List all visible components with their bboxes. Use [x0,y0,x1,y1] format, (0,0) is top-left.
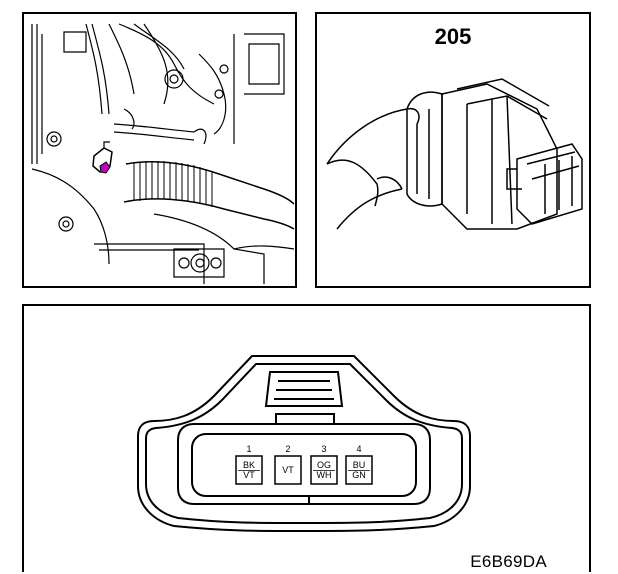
pin-1-color-bottom: VT [243,470,255,480]
connector-view-panel: 205 [315,12,591,288]
figure-code: E6B69DA [470,552,547,571]
engine-bay-drawing [31,23,295,284]
pin-3-number: 3 [321,444,326,454]
pin-3-terminal [310,455,338,485]
pinout-panel: 1 2 3 4 BK VT VT OG WH BU GN E6B69DA [22,304,591,572]
pin-4-number: 4 [356,444,361,454]
pin-3-color-top: OG [317,460,331,470]
connector-location-marker [99,161,111,174]
pin-2-color-top: VT [282,465,294,475]
pin-2-number: 2 [285,444,290,454]
pin-1-number: 1 [246,444,251,454]
pin-4-color-top: BU [353,460,366,470]
connector-face-drawing: 1 2 3 4 BK VT VT OG WH BU GN [137,355,471,532]
engine-location-panel [22,12,297,288]
connector-number-label: 205 [434,24,472,49]
pin-1-terminal [235,455,263,485]
pin-2-terminal [274,455,302,485]
pin-4-terminal [345,455,373,485]
pin-4-color-bottom: GN [352,470,366,480]
pin-1-color-top: BK [243,460,255,470]
pin-3-color-bottom: WH [317,470,332,480]
connector-drawing [326,78,583,230]
